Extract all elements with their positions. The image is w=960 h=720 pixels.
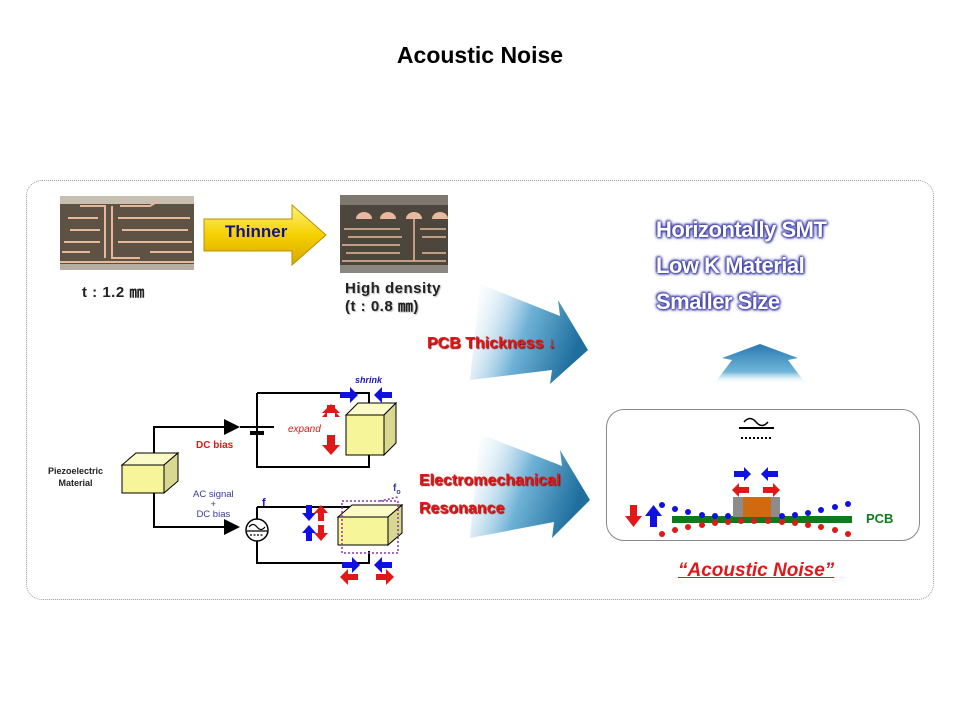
page-title: Acoustic Noise xyxy=(396,42,564,68)
pcb-board xyxy=(672,516,852,523)
shrink-arrows-icon xyxy=(340,387,392,403)
solutions-list: Horizontally SMT Low K Material Smaller … xyxy=(656,212,827,320)
acoustic-noise-result-label: “Acoustic Noise” xyxy=(678,560,835,581)
piezo-diagram xyxy=(120,387,404,585)
ac-signal-line3: DC bias xyxy=(196,509,231,520)
solution-horizontally-smt: Horizontally SMT xyxy=(656,217,827,242)
smd-capacitor xyxy=(733,497,780,517)
red-dots xyxy=(659,518,851,537)
resonant-f: f xyxy=(393,483,397,494)
flow-arrow-lower-icon xyxy=(470,434,590,538)
expand-arrows-icon xyxy=(322,404,340,455)
high-density-label: High density (t : 0.8 ㎜) xyxy=(345,280,441,316)
dc-bias-label: DC bias xyxy=(196,440,234,451)
thinner-arrow-icon xyxy=(203,203,327,267)
piezo-material-label: Piezoelectric Material xyxy=(48,465,103,489)
piezo-material-block xyxy=(120,451,180,495)
shrink-label: shrink xyxy=(355,375,383,385)
battery-symbol xyxy=(250,431,264,435)
electromechanical-line: Electromechanical xyxy=(419,472,561,489)
pcb-crosssection-thick-image xyxy=(60,196,194,270)
solution-low-k-material: Low K Material xyxy=(656,253,805,278)
expand-label: expand xyxy=(288,424,321,435)
up-arrow-icon xyxy=(714,344,806,384)
thick-pcb-label: t : 1.2 ㎜ xyxy=(82,284,145,301)
frequency-label: f xyxy=(262,497,266,509)
resonance-arrows-icon xyxy=(302,505,394,585)
expanding-block xyxy=(344,401,398,457)
pcb-traces-thin xyxy=(340,195,448,273)
resonant-frequency-label: fo xyxy=(393,483,401,496)
pcb-traces-thick xyxy=(60,196,194,270)
solution-smaller-size: Smaller Size xyxy=(656,289,780,314)
piezo-label-line1: Piezoelectric xyxy=(48,466,104,476)
ac-signal-line2: + xyxy=(210,499,217,510)
high-density-line2: (t : 0.8 ㎜) xyxy=(345,298,419,315)
content-panel xyxy=(26,180,934,600)
piezo-label-line2: Material xyxy=(58,478,93,488)
blue-dots xyxy=(659,501,851,519)
ac-signal-line1: AC signal xyxy=(193,489,234,500)
flow-arrow-upper-icon xyxy=(470,284,588,384)
pcb-thickness-label: PCB Thickness ↓ xyxy=(427,335,556,352)
down-arrow-icon xyxy=(625,505,642,527)
thinner-arrow-label: Thinner xyxy=(225,222,288,241)
ac-signal-label: AC signal + DC bias xyxy=(193,490,234,520)
pcb-noise-diagram xyxy=(625,417,852,537)
resonant-f-sub: o xyxy=(396,489,401,496)
resonating-block xyxy=(336,496,404,554)
high-density-line1: High density xyxy=(345,280,442,297)
ac-source-icon xyxy=(245,518,269,542)
pcb-label: PCB xyxy=(866,511,894,526)
resonance-line: Resonance xyxy=(419,500,505,517)
capacitor-arrows-icon xyxy=(732,467,780,497)
ac-source-symbol-icon xyxy=(739,417,774,439)
up-arrow-small-icon xyxy=(645,505,662,527)
electromechanical-resonance-label: Electromechanical Resonance xyxy=(419,467,560,523)
pcb-crosssection-thin-image xyxy=(340,195,448,273)
